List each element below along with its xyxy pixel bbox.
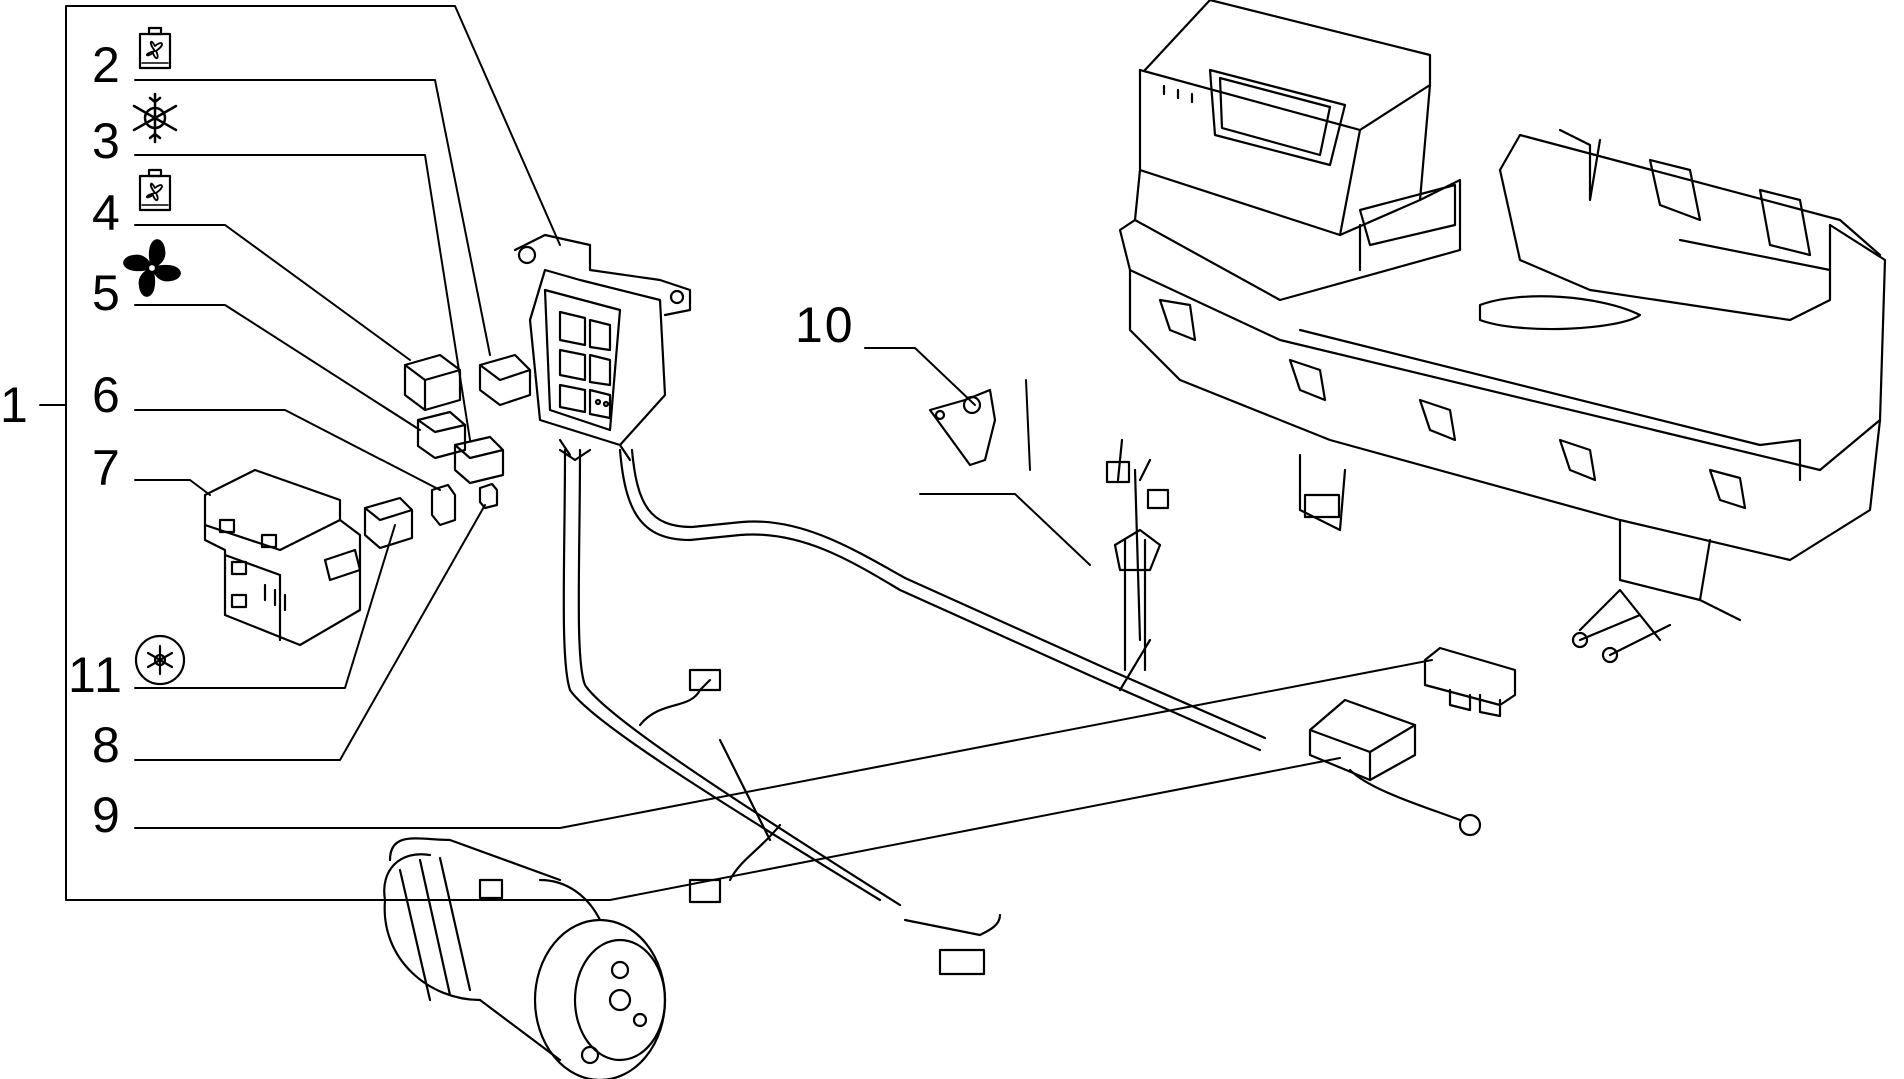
small-relays xyxy=(363,353,532,550)
snowflake-icon xyxy=(132,92,178,144)
fan-relay-icon xyxy=(138,168,172,212)
electronic-module xyxy=(1308,698,1482,837)
control-module xyxy=(203,468,362,647)
callout-3: 3 xyxy=(92,113,122,169)
hvac-housing xyxy=(1118,0,1887,664)
mounting-bracket xyxy=(928,388,997,467)
callout-4: 4 xyxy=(92,185,122,241)
callout-2: 2 xyxy=(92,37,122,93)
fuse-block xyxy=(1423,646,1517,718)
callout-6: 6 xyxy=(92,367,122,423)
callout-5: 5 xyxy=(92,265,122,321)
fan-icon xyxy=(123,239,181,297)
wiring-harness xyxy=(558,438,1267,976)
callout-9: 9 xyxy=(92,787,122,843)
callout-10: 10 xyxy=(795,297,855,353)
callout-1: 1 xyxy=(0,377,30,433)
callout-8: 8 xyxy=(92,717,122,773)
relay-fuse-box xyxy=(513,233,692,462)
ac-compressor xyxy=(383,837,667,1079)
snowflake-circle-icon xyxy=(134,634,186,686)
fan-relay-icon xyxy=(138,26,172,70)
callout-7: 7 xyxy=(92,440,122,496)
callout-11: 11 xyxy=(68,647,124,703)
leader-lines xyxy=(39,5,1433,901)
